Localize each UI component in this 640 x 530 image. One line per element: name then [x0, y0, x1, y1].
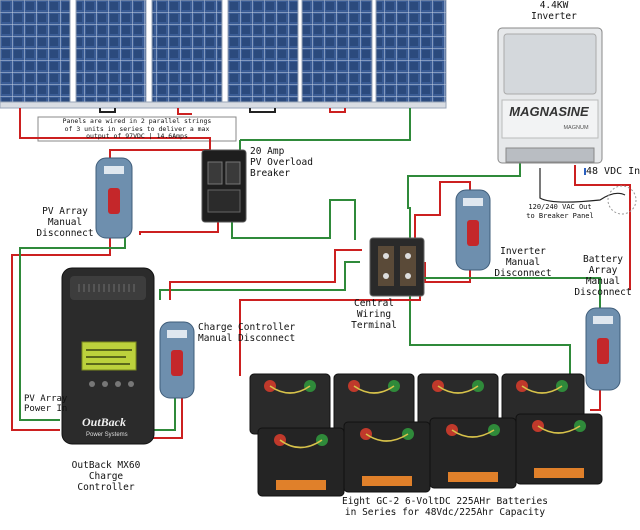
solar-panel — [375, 0, 447, 103]
battery — [429, 417, 517, 489]
battery — [515, 413, 603, 485]
solar-panel-array — [0, 0, 447, 109]
solar-panel — [227, 0, 299, 103]
battery — [343, 421, 431, 493]
ac-output-cable — [539, 168, 626, 203]
svg-text:Power Systems: Power Systems — [86, 432, 128, 438]
solar-panel — [75, 0, 147, 103]
pv-overload-breaker — [201, 149, 247, 223]
solar-panel — [301, 0, 373, 103]
charge-controller-disconnect — [159, 321, 195, 399]
inverter-disconnect — [455, 189, 491, 271]
system-wiring — [11, 149, 631, 439]
pv-array-disconnect — [95, 157, 133, 239]
inverter-brand-logo: MAGNASINE — [509, 104, 589, 119]
inverter — [497, 27, 603, 164]
central-wiring-terminal — [369, 237, 425, 297]
battery — [249, 373, 331, 435]
solar-panel — [0, 0, 71, 103]
controller-brand-logo: OutBack — [82, 415, 126, 429]
inverter-brand-sub: MAGNUM — [563, 125, 589, 131]
vdc-in-label: 48 VDC In — [586, 166, 640, 177]
battery-bank — [249, 373, 603, 497]
battery — [257, 427, 345, 497]
battery-array-disconnect — [585, 307, 621, 391]
ac-breaker-panel-icon — [607, 185, 637, 215]
solar-panel — [151, 0, 223, 103]
charge-controller: OutBack Power Systems — [61, 267, 155, 445]
panel-wiring — [19, 108, 411, 150]
